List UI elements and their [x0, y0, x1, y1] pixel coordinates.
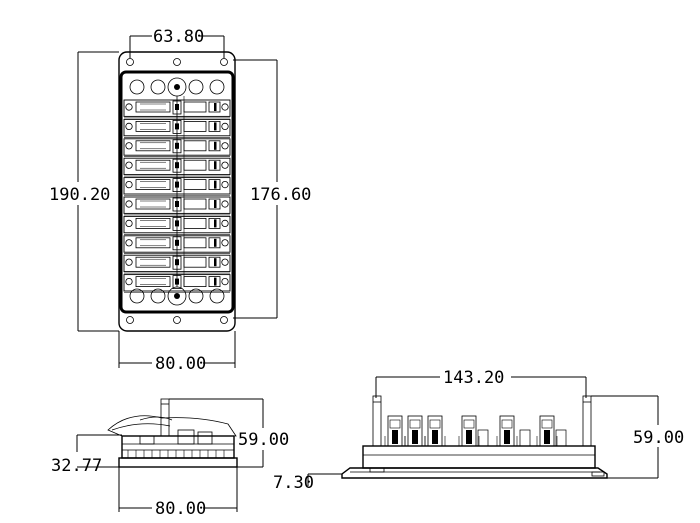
front-view-lid	[107, 415, 237, 437]
mounting-hole	[220, 316, 228, 324]
dimension-right-height-label: 176.60	[250, 185, 311, 205]
dimension-side-right-height: 59.00	[591, 395, 684, 479]
mounting-hole	[220, 58, 228, 66]
side-view-left-post	[372, 395, 382, 447]
side-fuse	[424, 415, 446, 447]
dimension-side-right-height-label: 59.00	[633, 428, 684, 448]
side-fuse	[384, 415, 406, 447]
dimension-front-left-height: 32.77	[51, 434, 122, 476]
mounting-hole	[173, 58, 181, 66]
front-view-body-hatch	[127, 450, 225, 458]
dimension-front-right-height-label: 59.00	[238, 430, 289, 450]
dimension-side-length: 143.20	[375, 368, 587, 398]
side-view: 143.20 59.00 7.30	[273, 368, 684, 493]
mounting-hole	[126, 316, 134, 324]
side-fuse	[458, 415, 480, 447]
dimension-side-base-height-label: 7.30	[273, 473, 314, 493]
bottom-terminal-row	[129, 286, 225, 306]
dimension-left-height-label: 190.20	[49, 185, 110, 205]
top-view-outer-plate	[118, 51, 236, 332]
side-fuse	[536, 415, 558, 447]
dimension-front-left-height-label: 32.77	[51, 456, 102, 476]
dimension-side-base-height: 7.30	[273, 473, 342, 493]
mounting-hole	[173, 316, 181, 324]
front-view-post	[160, 398, 170, 437]
front-view: 32.77 59.00 80.00	[51, 398, 289, 519]
dimension-front-right-height: 59.00	[169, 398, 289, 468]
dimension-left-height: 190.20	[49, 51, 119, 332]
top-view-inner-body	[119, 70, 235, 314]
dimension-front-bottom-width-label: 80.00	[155, 499, 206, 519]
top-view: 63.80 190.20 176.60 80.00	[49, 27, 311, 374]
side-view-base	[341, 467, 608, 479]
dimension-side-length-label: 143.20	[443, 368, 504, 388]
mounting-hole	[126, 58, 134, 66]
side-fuse	[496, 415, 518, 447]
dimension-front-bottom-width: 80.00	[118, 467, 238, 519]
side-view-right-post	[582, 395, 592, 447]
top-terminal-row	[129, 77, 225, 97]
dimension-right-height: 176.60	[233, 59, 311, 319]
side-fuse	[404, 415, 426, 447]
side-view-body	[362, 445, 596, 469]
fuse-rows	[123, 96, 231, 293]
front-view-base	[118, 457, 238, 468]
dimension-bottom-width: 80.00	[118, 331, 236, 374]
side-view-fuses	[384, 415, 567, 447]
dimension-bottom-width-label: 80.00	[155, 354, 206, 374]
dimension-top-width: 63.80	[129, 27, 225, 58]
dimension-top-width-label: 63.80	[153, 27, 204, 47]
